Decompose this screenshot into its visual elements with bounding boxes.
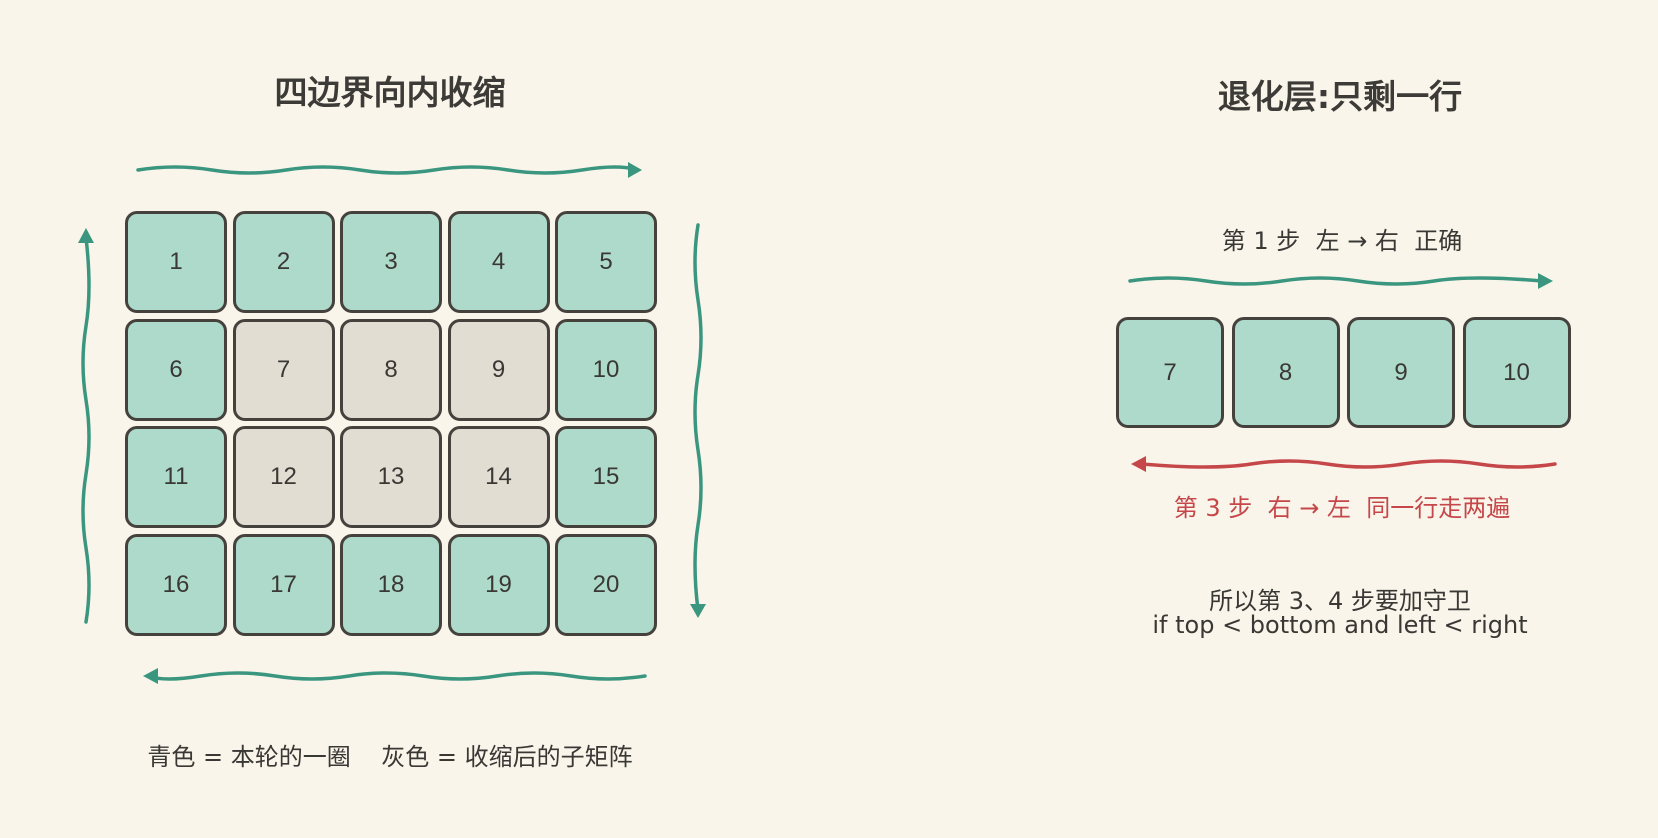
matrix-cell: 6 [125, 318, 227, 421]
step3-arrow-head [1131, 456, 1146, 472]
matrix-cell: 19 [447, 533, 550, 636]
step1-arrow-head [1538, 273, 1553, 289]
guard-note-line1: 所以第 3、4 步要加守卫 [1209, 587, 1471, 615]
top-arrow-head [628, 162, 642, 178]
matrix-cell: 15 [555, 426, 657, 528]
grid-legend: 青色 = 本轮的一圈 灰色 = 收缩后的子矩阵 [147, 743, 633, 771]
row-cell: 9 [1347, 317, 1455, 428]
matrix-cell: 8 [340, 318, 442, 421]
guard-note-line2: if top < bottom and left < right [1152, 611, 1528, 639]
matrix-cell: 13 [340, 426, 442, 528]
step3-arrow [1140, 459, 1557, 469]
right-arrow-head [690, 604, 706, 618]
matrix-cell: 1 [125, 211, 227, 313]
left-title: 四边界向内收缩 [274, 73, 506, 112]
left-arrow [81, 236, 91, 624]
step1-arrow [1128, 276, 1544, 286]
right-title: 退化层:只剩一行 [1217, 77, 1463, 116]
matrix-cell: 18 [340, 533, 442, 636]
matrix-cell: 20 [555, 533, 657, 636]
matrix-cell: 11 [125, 426, 227, 528]
bottom-arrow [146, 671, 647, 681]
row-cell: 7 [1116, 317, 1224, 428]
matrix-cell: 3 [340, 211, 442, 313]
matrix-cell: 16 [125, 533, 227, 636]
top-arrow [136, 165, 640, 175]
matrix-cell: 2 [232, 211, 335, 313]
step1-label: 第 1 步 左 → 右 正确 [1221, 227, 1463, 255]
matrix-cell: 14 [447, 426, 550, 528]
right-arrow [693, 223, 703, 612]
left-arrow-head [78, 228, 94, 243]
matrix-cell: 10 [555, 318, 657, 421]
row-cell: 8 [1231, 317, 1340, 428]
matrix-cell: 17 [232, 533, 335, 636]
row-cell: 10 [1462, 317, 1571, 428]
matrix-cell: 5 [555, 211, 657, 313]
matrix-cell: 9 [447, 318, 550, 421]
matrix-cell: 12 [232, 426, 335, 528]
matrix-cell: 7 [232, 318, 335, 421]
bottom-arrow-head [143, 668, 158, 684]
matrix-cell: 4 [447, 211, 550, 313]
step3-label: 第 3 步 右 → 左 同一行走两遍 [1173, 494, 1511, 522]
